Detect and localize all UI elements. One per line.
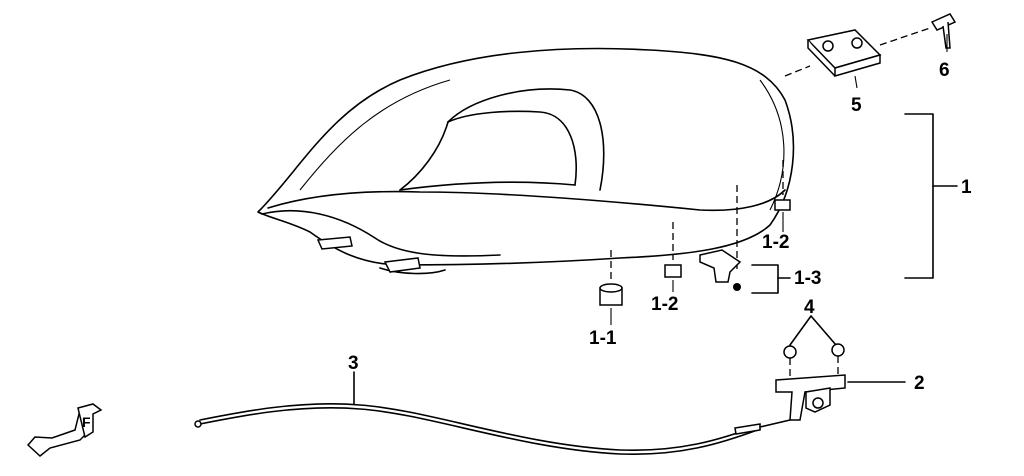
callout-1-1: 1-1 xyxy=(589,328,617,349)
rubber-part-1-2-rear xyxy=(774,199,791,211)
callout-1-3: 1-3 xyxy=(794,268,821,289)
bracket-line-1 xyxy=(904,113,934,279)
callout-3: 3 xyxy=(348,353,359,374)
bracket-part-5 xyxy=(784,27,931,89)
front-indicator-icon: F xyxy=(26,403,103,457)
cable-part-3 xyxy=(194,371,791,456)
bolt-part-6 xyxy=(930,13,957,52)
screw-part xyxy=(733,283,741,291)
seat-lock-part-2 xyxy=(775,374,906,421)
rubber-part-1-2-front xyxy=(664,264,682,278)
hook-part-1-3 xyxy=(699,249,742,283)
bolts-part-4 xyxy=(783,343,845,380)
callout-4: 4 xyxy=(804,297,815,318)
callout-6: 6 xyxy=(939,60,950,81)
callout-5: 5 xyxy=(851,95,862,116)
callout-1-2-rear: 1-2 xyxy=(762,232,789,253)
callout-1-2-front: 1-2 xyxy=(651,294,678,315)
seat xyxy=(257,47,795,275)
callout-1: 1 xyxy=(961,177,972,198)
callout-2: 2 xyxy=(914,373,925,394)
front-indicator-label: F xyxy=(82,414,91,430)
